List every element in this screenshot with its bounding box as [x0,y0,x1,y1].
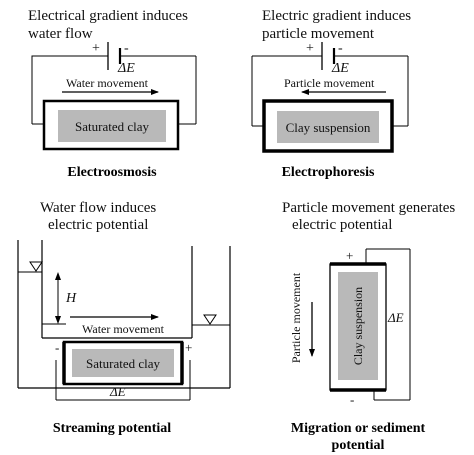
electrophoresis-flow-label: Particle movement [284,76,375,90]
electroosmosis-flow-label: Water movement [66,76,149,90]
streaming-low-water-triangle-icon [203,314,217,325]
electrophoresis-caption: Electrophoresis [282,165,375,180]
electroosmosis-minus-sign: - [124,41,129,56]
electrophoresis-plus-sign: + [306,41,314,56]
streaming-panel: Water flow induces electric potential H … [17,200,231,436]
migration-flow-label: Particle movement [289,272,303,363]
migration-delta-e: ΔE [387,310,404,325]
streaming-flow-label: Water movement [82,322,165,336]
electroosmosis-clay-fill [58,110,166,142]
streaming-caption: Streaming potential [53,421,171,436]
migration-measurement-wire [365,248,411,401]
electrophoresis-delta-e: ΔE [331,61,349,76]
migration-caption-line2: potential [332,438,385,453]
migration-caption-line1: Migration or sediment [291,421,426,436]
migration-desc-line2: electric potential [292,217,392,233]
migration-clay-fill [338,272,378,380]
migration-minus-sign: - [350,392,354,407]
streaming-reservoir-walls [17,240,231,389]
streaming-desc-line1: Water flow induces [40,200,156,216]
streaming-high-water-triangle-icon [29,261,43,272]
migration-panel: Particle movement generates electric pot… [282,200,455,453]
streaming-desc-line2: electric potential [48,217,148,233]
electroosmosis-sample-label: Saturated clay [75,119,149,134]
streaming-delta-e: ΔE [109,384,126,399]
electrophoresis-desc-line2: particle movement [262,26,375,42]
electrophoresis-sample-label: Clay suspension [286,120,371,135]
streaming-head-arrow-up-icon [55,272,61,280]
electroosmosis-desc-line1: Electrical gradient induces [28,8,188,24]
electrophoresis-clay-fill [277,111,379,143]
electrophoresis-minus-sign: - [338,41,343,56]
migration-desc-line1: Particle movement generates [282,200,455,216]
streaming-plus-sign: + [185,340,192,355]
streaming-measurement-wire [55,360,191,401]
streaming-head-arrow-down-icon [55,316,61,324]
electroosmosis-caption: Electroosmosis [67,165,157,180]
streaming-clay-fill [72,349,174,377]
electroosmosis-desc-line2: water flow [28,26,93,42]
electroosmosis-panel: Electrical gradient induces water flow +… [28,8,197,180]
streaming-sample-label: Saturated clay [86,356,160,371]
streaming-head-label: H [65,291,77,306]
electrophoresis-desc-line1: Electric gradient induces [262,8,411,24]
migration-sample-label: Clay suspension [351,287,365,365]
electroosmosis-delta-e: ΔE [117,61,135,76]
migration-plus-sign: + [346,248,353,263]
electrophoresis-circuit-wire [251,55,409,127]
streaming-minus-sign: - [55,340,59,355]
electrophoresis-panel: Electric gradient induces particle movem… [251,8,411,180]
electroosmosis-plus-sign: + [92,41,100,56]
